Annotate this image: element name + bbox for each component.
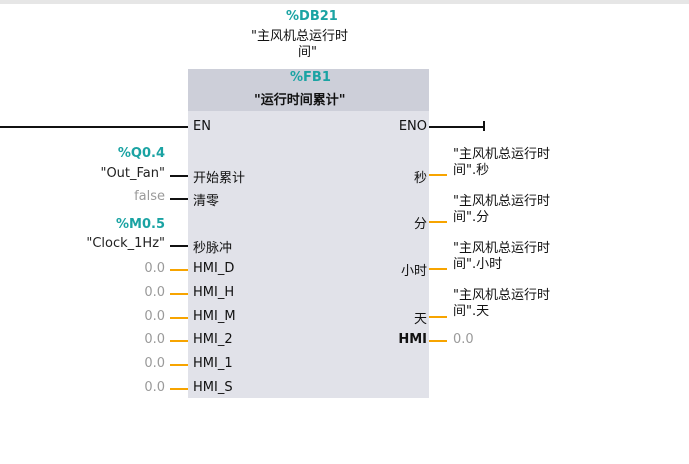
pin-clear: 清零 xyxy=(193,194,220,209)
address-m0-5: %M0.5 xyxy=(116,217,165,232)
power-rail-en xyxy=(0,126,188,128)
eno-wire xyxy=(429,126,484,128)
pin-hmi-h: HMI_H xyxy=(193,285,235,300)
wire-hmi-1 xyxy=(170,364,188,366)
wire-hours xyxy=(429,268,447,270)
operand-hmi-1[interactable]: 0.0 xyxy=(144,356,165,371)
operand-line: 间".秒 xyxy=(453,163,490,178)
operand-hmi-out[interactable]: 0.0 xyxy=(453,332,474,347)
eno-terminal xyxy=(483,121,485,131)
operand-hmi-d[interactable]: 0.0 xyxy=(144,261,165,276)
function-block-box[interactable]: %FB1 "运行时间累计" xyxy=(188,69,429,398)
wire-start xyxy=(170,175,188,177)
pin-en: EN xyxy=(193,119,211,134)
pin-minutes: 分 xyxy=(413,217,427,232)
pin-start-accumulate: 开始累计 xyxy=(193,171,246,186)
wire-hmi xyxy=(429,340,447,342)
pin-hmi-s: HMI_S xyxy=(193,380,233,395)
operand-line: "主风机总运行时 xyxy=(453,288,550,303)
operand-line: "主风机总运行时 xyxy=(453,147,550,162)
wire-hmi-h xyxy=(170,293,188,295)
operand-days[interactable]: "主风机总运行时间".天 xyxy=(453,288,550,320)
block-name: "运行时间累计" xyxy=(254,93,346,108)
wire-minutes xyxy=(429,221,447,223)
operand-line: 间".分 xyxy=(453,210,490,225)
address-q0-4: %Q0.4 xyxy=(117,146,165,161)
operand-line: "主风机总运行时 xyxy=(453,241,550,256)
operand-out-fan[interactable]: "Out_Fan" xyxy=(100,166,165,181)
wire-hmi-s xyxy=(170,388,188,390)
operand-hmi-s[interactable]: 0.0 xyxy=(144,380,165,395)
operand-clock-1hz[interactable]: "Clock_1Hz" xyxy=(86,236,165,251)
block-address: %FB1 xyxy=(290,70,331,85)
instance-db-name-cont: 间" xyxy=(298,45,317,60)
wire-pulse xyxy=(170,245,188,247)
wire-hmi-2 xyxy=(170,340,188,342)
operand-line: "主风机总运行时 xyxy=(453,194,550,209)
wire-days xyxy=(429,316,447,318)
pin-hmi-d: HMI_D xyxy=(193,261,235,276)
pin-hmi-m: HMI_M xyxy=(193,309,236,324)
block-header: %FB1 "运行时间累计" xyxy=(188,69,429,111)
pin-hours: 小时 xyxy=(400,264,427,279)
wire-seconds xyxy=(429,174,447,176)
operand-minutes[interactable]: "主风机总运行时间".分 xyxy=(453,194,550,226)
operand-line: 间".天 xyxy=(453,304,490,319)
top-scrollbar xyxy=(0,0,689,4)
pin-hmi-1: HMI_1 xyxy=(193,356,233,371)
pin-eno: ENO xyxy=(398,119,427,134)
instance-db-address: %DB21 xyxy=(286,9,338,24)
operand-hmi-2[interactable]: 0.0 xyxy=(144,332,165,347)
instance-db-name[interactable]: "主风机总运行时 xyxy=(251,29,348,44)
operand-line: 间".小时 xyxy=(453,257,503,272)
operand-hours[interactable]: "主风机总运行时间".小时 xyxy=(453,241,550,273)
pin-second-pulse: 秒脉冲 xyxy=(193,241,233,256)
wire-hmi-m xyxy=(170,317,188,319)
pin-hmi: HMI xyxy=(398,332,427,347)
operand-hmi-h[interactable]: 0.0 xyxy=(144,285,165,300)
wire-clear xyxy=(170,198,188,200)
pin-seconds: 秒 xyxy=(413,171,427,186)
pin-hmi-2: HMI_2 xyxy=(193,332,233,347)
operand-seconds[interactable]: "主风机总运行时间".秒 xyxy=(453,147,550,179)
operand-hmi-m[interactable]: 0.0 xyxy=(144,309,165,324)
pin-days: 天 xyxy=(413,312,427,327)
operand-false[interactable]: false xyxy=(134,189,165,204)
wire-hmi-d xyxy=(170,269,188,271)
